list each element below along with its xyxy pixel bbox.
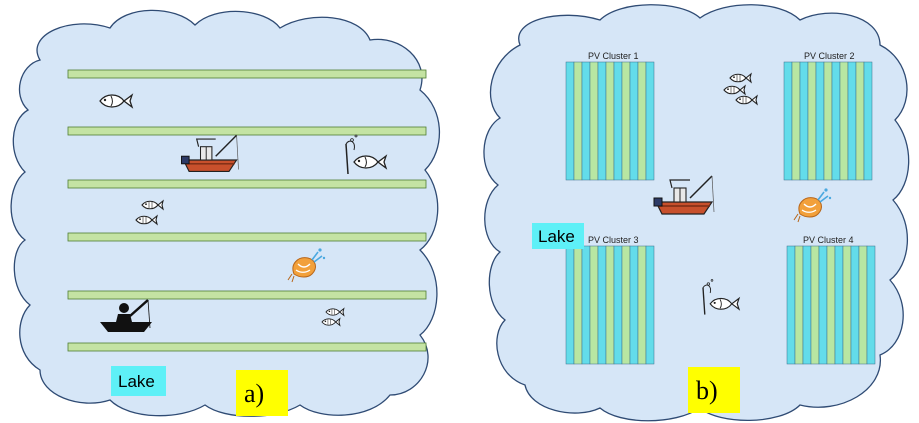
pv-panel-stripe (858, 245, 868, 365)
pv-panel-stripe (826, 245, 836, 365)
pv-panel-stripe (613, 245, 623, 365)
pv-cluster-2 (783, 61, 873, 181)
pv-panel-stripe (621, 61, 631, 181)
cluster-title-1: PV Cluster 1 (588, 51, 639, 61)
pv-panels (783, 61, 873, 181)
pv-panel-stripe (807, 61, 817, 181)
cluster-title-4: PV Cluster 4 (803, 235, 854, 245)
pv-panel-stripe (565, 245, 575, 365)
pv-panel-stripe (645, 245, 655, 365)
pv-panels (786, 245, 876, 365)
pv-panel-stripe (597, 61, 607, 181)
lake-label-box-b (532, 223, 584, 249)
pv-row (67, 290, 427, 300)
pv-panel-stripe (818, 245, 828, 365)
cluster-title-3: PV Cluster 3 (588, 235, 639, 245)
panel-a: Lake a) (10, 9, 441, 417)
pv-panel-stripe (597, 245, 607, 365)
pv-row (67, 232, 427, 242)
pv-panels (565, 61, 655, 181)
pv-panel-stripe (629, 245, 639, 365)
pv-panels (565, 245, 655, 365)
pv-panel-stripe (783, 61, 793, 181)
pv-panel-stripe (794, 245, 804, 365)
pv-panel-stripe (863, 61, 873, 181)
pv-row (67, 69, 427, 79)
pv-panel-stripe (866, 245, 876, 365)
pv-panel-stripe (621, 245, 631, 365)
pv-panel-stripe (834, 245, 844, 365)
pv-cluster-3 (565, 245, 655, 365)
pv-row (67, 342, 427, 352)
pv-panel-stripe (581, 61, 591, 181)
pv-panel-stripe (839, 61, 849, 181)
pv-panel-stripe (605, 245, 615, 365)
cluster-title-2: PV Cluster 2 (804, 51, 855, 61)
pv-panel-stripe (791, 61, 801, 181)
lake-label-a: Lake (118, 372, 155, 391)
pv-panel-stripe (589, 245, 599, 365)
pv-panel-stripe (637, 245, 647, 365)
pv-cluster-1 (565, 61, 655, 181)
pv-panel-stripe (799, 61, 809, 181)
pv-panel-stripe (605, 61, 615, 181)
pv-panel-stripe (850, 245, 860, 365)
pv-panel-stripe (565, 61, 575, 181)
panel-label-a: a) (244, 379, 264, 408)
pv-panel-stripe (629, 61, 639, 181)
pv-panel-stripe (573, 245, 583, 365)
panel-b: PV Cluster 1 PV Cluster 2 PV Cluster 3 P… (483, 4, 910, 422)
pv-cluster-4 (786, 245, 876, 365)
pv-panel-stripe (855, 61, 865, 181)
panel-label-box-b (688, 367, 740, 413)
pv-panel-stripe (589, 61, 599, 181)
panel-label-box-a (236, 370, 288, 416)
pv-panel-stripe (847, 61, 857, 181)
pv-panel-stripe (810, 245, 820, 365)
pv-panel-stripe (581, 245, 591, 365)
pv-panel-stripe (823, 61, 833, 181)
pv-panel-stripe (613, 61, 623, 181)
lake-label-box-a (111, 366, 166, 396)
pv-rows-a (67, 69, 427, 352)
panel-label-b: b) (696, 376, 718, 405)
pv-row (67, 126, 427, 136)
pv-panel-stripe (842, 245, 852, 365)
pv-panel-stripe (831, 61, 841, 181)
pv-panel-stripe (573, 61, 583, 181)
pv-panel-stripe (645, 61, 655, 181)
lake-label-b: Lake (538, 227, 575, 246)
pv-row (67, 179, 427, 189)
pv-panel-stripe (637, 61, 647, 181)
pv-panel-stripe (786, 245, 796, 365)
pv-panel-stripe (802, 245, 812, 365)
pv-panel-stripe (815, 61, 825, 181)
